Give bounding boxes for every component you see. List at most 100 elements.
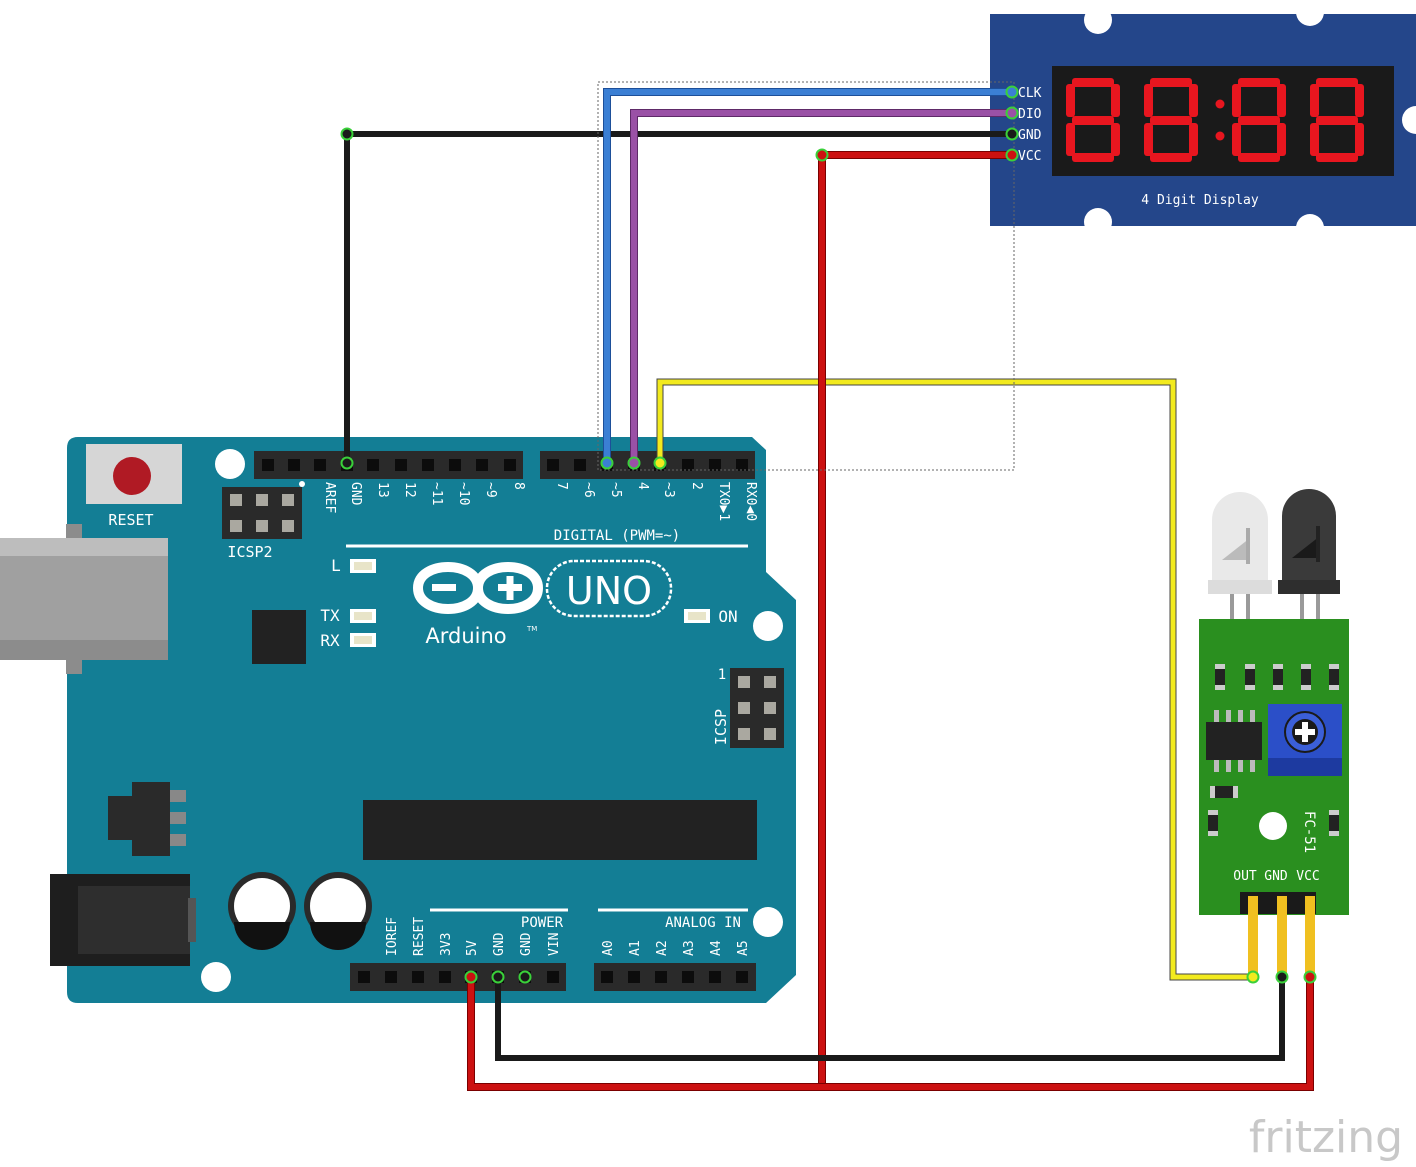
sensor-pin[interactable] — [1277, 896, 1287, 976]
analog-pin-label: A4 — [709, 940, 724, 956]
header-pin[interactable] — [736, 971, 748, 983]
digital-pin-label: AREF — [322, 482, 337, 513]
power-pin-label: VIN — [547, 933, 562, 956]
led-rx-label: RX — [320, 631, 340, 650]
sensor-pin[interactable] — [1305, 896, 1315, 976]
segment — [1277, 84, 1286, 117]
wire-endpoint[interactable] — [600, 456, 614, 470]
wire-endpoint[interactable] — [1303, 970, 1317, 984]
wire-endpoint[interactable] — [653, 456, 667, 470]
digital-header-right — [540, 451, 755, 479]
wire-endpoint[interactable] — [518, 970, 532, 984]
led-l-label: L — [331, 556, 341, 575]
segment — [1144, 123, 1153, 156]
digit-1 — [1066, 78, 1120, 162]
header-pin[interactable] — [504, 459, 516, 471]
wire-endpoint[interactable] — [1246, 970, 1260, 984]
digit-3 — [1232, 78, 1286, 162]
analog-label: ANALOG IN — [665, 915, 741, 931]
black-wire-gnd-sensor — [495, 977, 1285, 1061]
header-pin[interactable] — [628, 971, 640, 983]
colon-dot — [1215, 131, 1225, 141]
analog-pin-label: A5 — [736, 940, 751, 956]
segment — [1232, 84, 1241, 117]
digital-pin-label: RX0◀0 — [743, 482, 758, 521]
wire-endpoint[interactable] — [627, 456, 641, 470]
analog-header — [594, 963, 756, 991]
header-pin[interactable] — [574, 459, 586, 471]
header-pin[interactable] — [358, 971, 370, 983]
digit-4 — [1310, 78, 1364, 162]
header-pin[interactable] — [736, 459, 748, 471]
header-pin[interactable] — [314, 459, 326, 471]
potentiometer[interactable] — [1268, 704, 1342, 776]
header-pin[interactable] — [709, 971, 721, 983]
wire-endpoint[interactable] — [340, 456, 354, 470]
icsp-pin1-label: 1 — [718, 667, 726, 683]
arduino-logo: Arduino TM UNO — [412, 559, 673, 648]
header-pin[interactable] — [547, 971, 559, 983]
digital-pin-label: 4 — [635, 482, 650, 490]
wire-endpoint[interactable] — [1005, 85, 1019, 99]
power-pin-label: GND — [492, 932, 507, 956]
analog-pin-label: A2 — [655, 940, 670, 956]
colon-dot — [1215, 99, 1225, 109]
wire-endpoint[interactable] — [1005, 127, 1019, 141]
mount-hole — [753, 611, 783, 641]
wire-endpoint[interactable] — [340, 127, 354, 141]
segment — [1316, 78, 1358, 87]
mount-hole — [215, 449, 245, 479]
atmega-chip — [363, 800, 757, 860]
header-pin[interactable] — [601, 971, 613, 983]
segment — [1355, 84, 1364, 117]
header-pin[interactable] — [439, 971, 451, 983]
segment — [1277, 123, 1286, 156]
header-pin[interactable] — [262, 459, 274, 471]
header-pin[interactable] — [655, 971, 667, 983]
display-caption: 4 Digit Display — [1141, 193, 1259, 208]
wire-endpoint[interactable] — [1005, 148, 1019, 162]
header-pin[interactable] — [709, 459, 721, 471]
segment — [1150, 78, 1192, 87]
header-pin[interactable] — [412, 971, 424, 983]
voltage-regulator — [108, 796, 132, 840]
sensor-model-label: FC-51 — [1301, 811, 1317, 853]
header-pin[interactable] — [288, 459, 300, 471]
usb-chip — [252, 610, 306, 664]
segment — [1316, 153, 1358, 162]
capacitor — [304, 872, 372, 950]
segment — [1072, 116, 1114, 125]
wire-endpoint[interactable] — [1275, 970, 1289, 984]
yellow-wire-d3-out — [657, 379, 1253, 980]
header-pin[interactable] — [682, 459, 694, 471]
seven-segment-digits — [1066, 78, 1364, 162]
header-pin[interactable] — [547, 459, 559, 471]
wire-endpoint[interactable] — [1005, 106, 1019, 120]
digital-label: DIGITAL (PWM=~) — [554, 528, 680, 544]
segment — [1150, 153, 1192, 162]
display-pin-dio: DIO — [1018, 107, 1042, 122]
header-pin[interactable] — [476, 459, 488, 471]
segment — [1310, 84, 1319, 117]
header-pin[interactable] — [395, 459, 407, 471]
wire-endpoint[interactable] — [491, 970, 505, 984]
segment — [1111, 84, 1120, 117]
arduino-uno-board: RESET ICSP2 ARE — [0, 437, 796, 1003]
header-pin[interactable] — [422, 459, 434, 471]
sensor-pin[interactable] — [1248, 896, 1258, 976]
uno-text: UNO — [566, 569, 652, 613]
header-pin[interactable] — [682, 971, 694, 983]
reset-button-cap[interactable] — [113, 457, 151, 495]
wire-endpoint[interactable] — [815, 148, 829, 162]
power-pin-label: GND — [519, 932, 534, 956]
header-pin[interactable] — [385, 971, 397, 983]
wire-endpoint[interactable] — [464, 970, 478, 984]
digital-pin-label: 7 — [554, 482, 569, 490]
header-pin[interactable] — [449, 459, 461, 471]
header-pin[interactable] — [367, 459, 379, 471]
led-tx-label: TX — [320, 606, 340, 625]
